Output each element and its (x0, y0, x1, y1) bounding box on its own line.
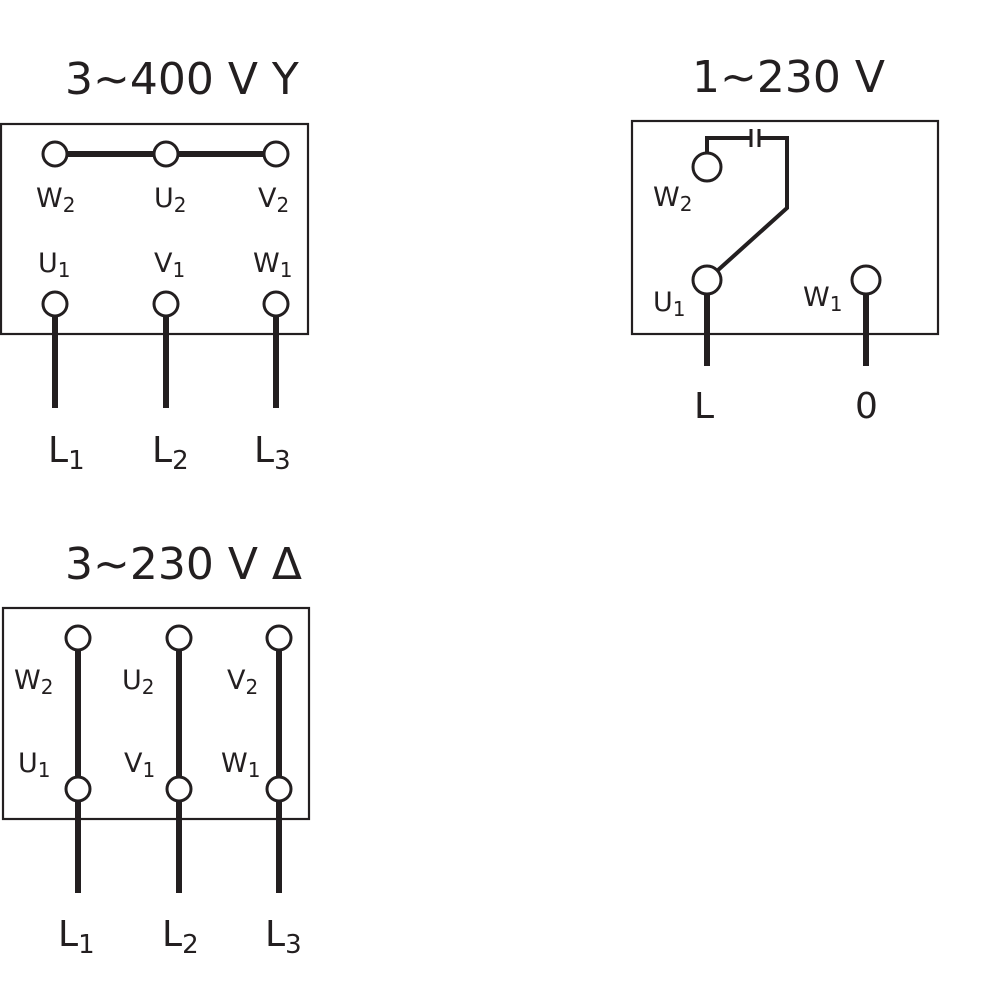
delta-label-w2: W2 (14, 665, 53, 699)
delta-terminal-u2 (165, 624, 193, 652)
delta-label-u2: U2 (122, 665, 155, 699)
delta-terminal-v2 (265, 624, 293, 652)
single-terminal-w2 (691, 151, 723, 183)
delta-line-l1: L1 (58, 914, 95, 960)
single-phase-connection-diagram: 1~230 V W2 U1 W1 L 0 (630, 52, 940, 427)
delta-terminal-u1 (64, 775, 92, 803)
star-terminal-v1 (152, 290, 180, 318)
delta-label-w1: W1 (221, 748, 260, 782)
delta-terminal-w2 (64, 624, 92, 652)
single-terminal-w1 (850, 264, 882, 296)
single-line-live: L (694, 386, 714, 427)
delta-line-l3: L3 (265, 914, 302, 960)
star-connection-diagram: 3~400 V Y W2 U2 V2 U1 V1 W1 L1 L2 L3 (0, 54, 310, 476)
delta-terminal-w1 (265, 775, 293, 803)
single-title: 1~230 V (692, 52, 885, 103)
single-label-w1: W1 (803, 282, 842, 316)
star-terminal-v2 (262, 140, 290, 168)
star-line-l3: L3 (254, 430, 291, 476)
delta-label-v1: V1 (124, 748, 155, 782)
delta-connection-diagram: 3~230 V Δ W2 U2 V2 U1 V1 W1 L1 L2 L3 (1, 539, 311, 960)
star-label-v2: V2 (258, 183, 289, 217)
star-terminal-u1 (41, 290, 69, 318)
single-terminal-u1 (691, 264, 723, 296)
single-label-u1: U1 (653, 287, 686, 321)
star-terminal-w2 (41, 140, 69, 168)
delta-label-v2: V2 (227, 665, 258, 699)
capacitor-lead-right (705, 136, 789, 282)
star-label-u1: U1 (38, 248, 71, 282)
star-title: 3~400 V Y (65, 54, 299, 105)
star-terminal-w1 (262, 290, 290, 318)
star-terminal-box (0, 122, 310, 336)
star-line-l2: L2 (152, 430, 189, 476)
star-terminal-u2 (152, 140, 180, 168)
star-label-u2: U2 (154, 183, 187, 217)
star-label-w1: W1 (253, 248, 292, 282)
star-label-w2: W2 (36, 183, 75, 217)
delta-label-u1: U1 (18, 748, 51, 782)
delta-terminal-box (1, 606, 311, 821)
single-terminal-box (630, 119, 940, 336)
star-line-l1: L1 (48, 430, 85, 476)
delta-title: 3~230 V Δ (65, 539, 302, 590)
star-label-v1: V1 (154, 248, 185, 282)
single-label-w2: W2 (653, 182, 692, 216)
single-line-neutral: 0 (855, 386, 878, 427)
delta-terminal-v1 (165, 775, 193, 803)
delta-line-l2: L2 (162, 914, 199, 960)
